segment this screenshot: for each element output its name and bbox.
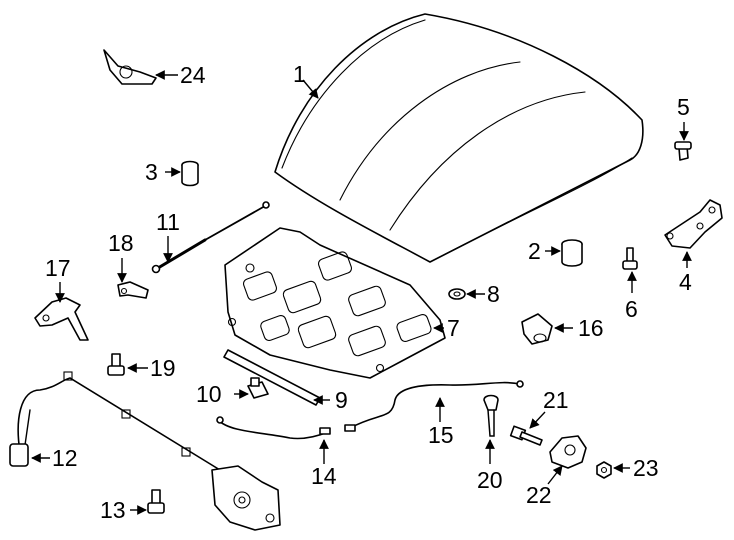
bracket-bolt (107, 353, 125, 376)
latch-bolt (147, 489, 165, 514)
hood-insulator (224, 227, 446, 379)
hood-latch (9, 371, 281, 531)
callout-13: 13 (100, 497, 126, 523)
hood-emblem (103, 49, 157, 85)
callout-19: 19 (150, 355, 176, 381)
support-bracket (117, 281, 149, 299)
callout-4: 4 (679, 269, 692, 295)
callout-23: 23 (633, 455, 659, 481)
release-handle (521, 313, 553, 345)
lock-cylinder (549, 435, 587, 469)
callout-24: 24 (180, 62, 206, 88)
release-cable-rear (344, 380, 524, 432)
callout-3: 3 (145, 159, 158, 185)
latch-bracket (34, 297, 89, 341)
release-cable-front (216, 416, 331, 440)
hood-hinge (664, 199, 723, 249)
callout-7: 7 (447, 315, 460, 341)
callout-10: 10 (196, 381, 222, 407)
callout-15: 15 (428, 422, 454, 448)
lift-support (151, 201, 270, 274)
callout-18: 18 (108, 230, 134, 256)
hinge-bolt (674, 141, 692, 161)
grommet (448, 288, 466, 300)
hood-striker (483, 394, 499, 437)
mounting-nut (596, 461, 612, 479)
callout-17: 17 (45, 255, 71, 281)
callout-5: 5 (677, 94, 690, 120)
callout-6: 6 (625, 296, 638, 322)
seal-clip (247, 377, 269, 399)
hood-panel (274, 13, 644, 263)
callout-20: 20 (477, 467, 503, 493)
callout-21: 21 (543, 387, 569, 413)
hinge-stud (622, 247, 638, 270)
callout-2: 2 (528, 238, 541, 264)
hood-seal (223, 349, 321, 406)
hood-bumper-right (561, 239, 583, 267)
callout-8: 8 (487, 281, 500, 307)
callout-1: 1 (293, 61, 306, 87)
hood-bumper-left (181, 160, 199, 187)
callout-9: 9 (335, 387, 348, 413)
callout-14: 14 (311, 463, 337, 489)
callout-11: 11 (156, 209, 180, 235)
callout-22: 22 (526, 482, 552, 508)
adjuster-bolt (509, 425, 543, 446)
callout-16: 16 (578, 315, 604, 341)
callout-12: 12 (52, 445, 78, 471)
